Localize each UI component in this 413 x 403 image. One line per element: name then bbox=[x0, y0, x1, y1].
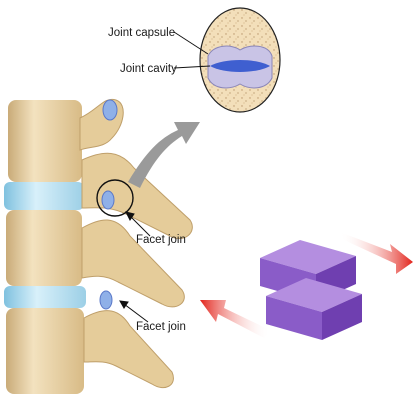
callout-arrow bbox=[128, 122, 200, 188]
joint-capsule-label: Joint capsule bbox=[108, 27, 175, 39]
vertebra-body-2 bbox=[6, 210, 82, 286]
facet-joint-lower-label: Facet join bbox=[136, 321, 186, 333]
red-arrow-left bbox=[200, 300, 270, 338]
vertebra-body-1 bbox=[8, 100, 82, 182]
facet-arrow-lower-head bbox=[120, 301, 128, 308]
facet-joint-lower bbox=[100, 291, 112, 309]
facet-joint-upper-label: Facet join bbox=[136, 234, 186, 246]
facet-joint-top bbox=[103, 100, 117, 120]
facet-arrow-lower-line bbox=[124, 304, 148, 322]
intervertebral-disc-2 bbox=[4, 286, 86, 308]
intervertebral-disc-1 bbox=[4, 182, 84, 210]
sliding-blocks bbox=[260, 240, 362, 340]
facet-joint-upper bbox=[102, 191, 114, 209]
vertebra-body-3 bbox=[6, 308, 84, 394]
joint-cavity-label: Joint cavity bbox=[120, 63, 177, 75]
vertebral-column bbox=[4, 100, 86, 394]
magnified-joint-inset bbox=[174, 8, 280, 112]
